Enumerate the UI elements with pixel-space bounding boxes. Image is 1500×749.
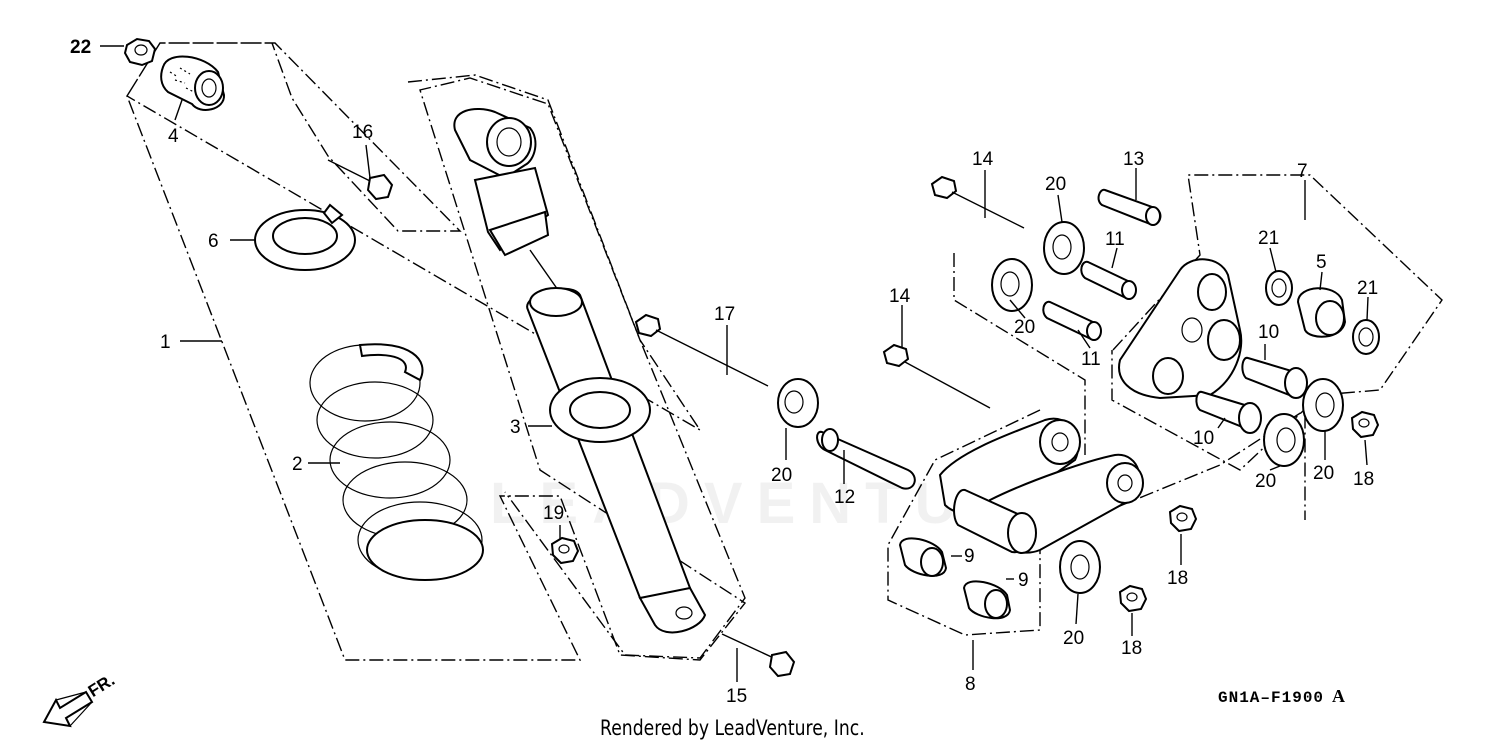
diagram-revision: A — [1332, 686, 1347, 706]
callout-22: 22 — [70, 37, 91, 58]
part-8-cushion-arm[interactable] — [938, 417, 1144, 554]
part-13-collar[interactable] — [1097, 188, 1162, 226]
part-11-collar-a[interactable] — [1080, 260, 1137, 300]
callout-20-b: 20 — [1045, 174, 1066, 195]
callout-17: 17 — [714, 304, 735, 325]
part-21-seal-a[interactable] — [1265, 270, 1293, 306]
callout-19: 19 — [543, 503, 564, 524]
callout-2: 2 — [292, 454, 303, 475]
front-arrow-icon — [42, 690, 94, 728]
diagram-code: GN1A–F1900 A — [1218, 686, 1346, 707]
part-21-seal-b[interactable] — [1352, 319, 1380, 355]
part-3-shock-absorber[interactable] — [453, 108, 707, 634]
part-17-long-bolt[interactable] — [634, 313, 769, 387]
part-20-washer-d[interactable] — [1302, 378, 1344, 432]
linkage-group-outline — [1111, 174, 1443, 471]
part-5-needle-bearing[interactable] — [1296, 287, 1347, 338]
part-16-bolt[interactable] — [327, 159, 394, 201]
callout-21-a: 21 — [1258, 228, 1279, 249]
callout-21-b: 21 — [1357, 278, 1378, 299]
part-10-bearing-b[interactable] — [1195, 390, 1262, 434]
callout-18-c: 18 — [1121, 638, 1142, 659]
callout-20-d: 20 — [1255, 471, 1276, 492]
diagram-code-text: GN1A–F1900 — [1218, 689, 1325, 707]
callout-14-lower: 14 — [889, 286, 911, 307]
callout-14-upper: 14 — [972, 149, 994, 170]
callout-1: 1 — [160, 332, 171, 353]
callout-9-a: 9 — [964, 546, 975, 567]
callout-4: 4 — [168, 126, 179, 147]
part-14-bolt-upper[interactable] — [930, 175, 1025, 229]
callout-12: 12 — [834, 487, 855, 508]
callout-3: 3 — [510, 417, 521, 438]
callout-20-e: 20 — [1313, 463, 1334, 484]
part-18-nut-a[interactable] — [1350, 410, 1380, 439]
part-18-nut-c[interactable] — [1118, 584, 1148, 613]
callout-11-a: 11 — [1105, 229, 1125, 250]
part-20-washer-b[interactable] — [1043, 221, 1085, 275]
callout-16: 16 — [352, 122, 373, 143]
callout-11-b: 11 — [1081, 349, 1101, 370]
part-20-washer-e[interactable] — [1263, 413, 1305, 467]
callout-13: 13 — [1123, 149, 1144, 170]
arm-group-outline — [887, 408, 1306, 636]
part-12-collar-pipe[interactable] — [816, 428, 916, 490]
part-18-nut-b[interactable] — [1168, 504, 1198, 533]
spring-group-outline — [126, 42, 747, 661]
callout-18-a: 18 — [1353, 469, 1374, 490]
part-7-cushion-link[interactable] — [1118, 258, 1243, 400]
bushing-group-outline — [953, 253, 1086, 455]
part-10-bearing-a[interactable] — [1241, 356, 1308, 399]
footer-credit: Rendered by LeadVenture, Inc. — [600, 716, 865, 740]
part-11-collar-b[interactable] — [1042, 300, 1102, 341]
part-9-collar-a[interactable] — [898, 537, 948, 577]
callout-20-c: 20 — [1014, 317, 1035, 338]
callout-18-b: 18 — [1167, 568, 1188, 589]
callout-5: 5 — [1316, 252, 1327, 273]
callout-9-b: 9 — [1018, 570, 1029, 591]
part-9-collar-b[interactable] — [962, 580, 1012, 620]
callout-10-b: 10 — [1193, 428, 1214, 449]
part-2-spring[interactable] — [309, 343, 484, 581]
part-15-bolt[interactable] — [721, 633, 796, 678]
part-14-bolt-lower[interactable] — [882, 343, 991, 409]
part-20-washer-a[interactable] — [777, 378, 819, 428]
part-19-nut[interactable] — [550, 536, 580, 565]
callout-20-f: 20 — [1063, 628, 1084, 649]
shock-group-outline — [407, 74, 746, 659]
callout-10-a: 10 — [1258, 322, 1279, 343]
part-22-nut[interactable] — [123, 37, 157, 67]
callout-7: 7 — [1297, 161, 1308, 182]
part-6-spring-seat[interactable] — [254, 203, 356, 271]
part-20-washer-f[interactable] — [1059, 540, 1101, 594]
part-20-washer-c[interactable] — [991, 258, 1033, 312]
leader-lines — [100, 45, 1369, 682]
part-4-rubber-bushing[interactable] — [160, 55, 226, 111]
callout-15: 15 — [726, 686, 747, 707]
callout-6: 6 — [208, 231, 219, 252]
callout-8: 8 — [965, 674, 976, 695]
callout-20-a: 20 — [771, 465, 792, 486]
